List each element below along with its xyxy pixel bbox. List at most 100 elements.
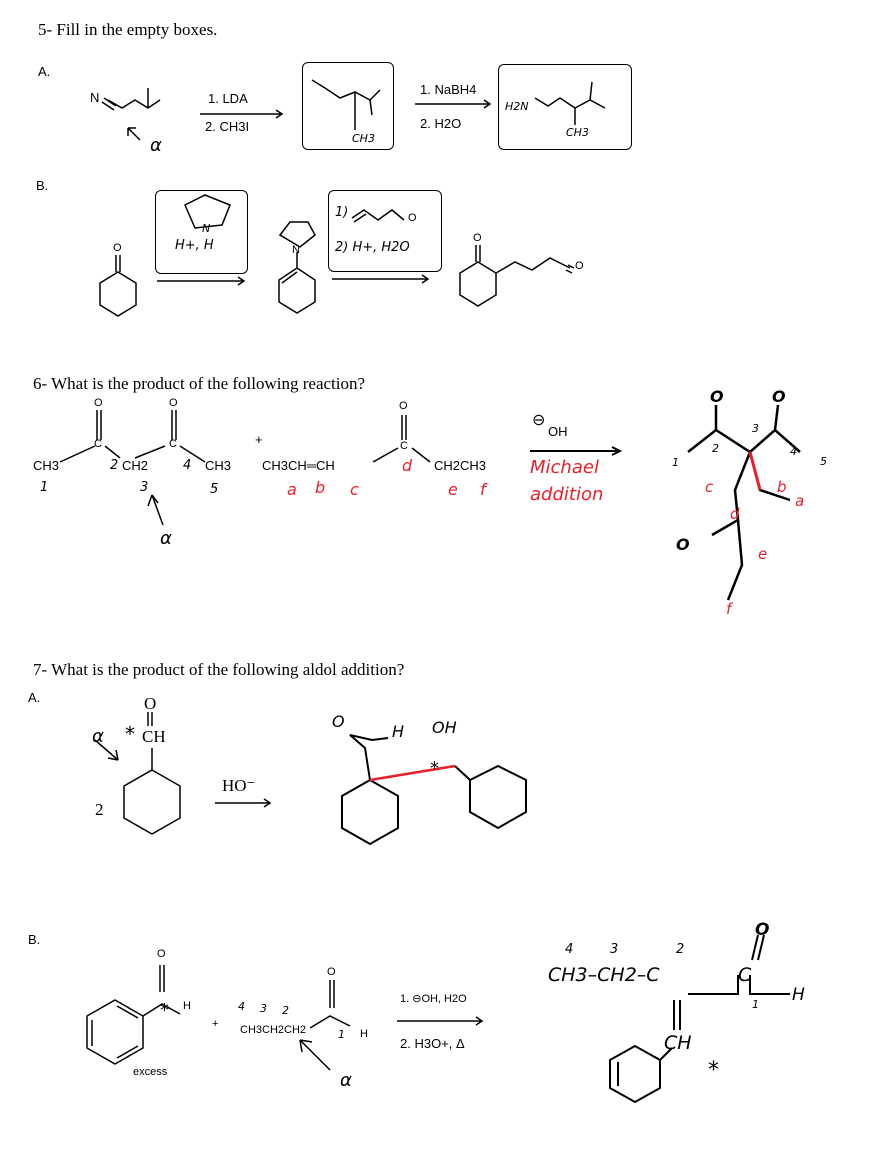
- reagent-step2: 2. H3O+, Δ: [400, 1036, 465, 1051]
- enal-o: O: [408, 212, 417, 224]
- arrow-5b-2: [332, 274, 430, 284]
- product-o1: O: [710, 387, 724, 406]
- q5-part-b: B.: [36, 178, 49, 193]
- product-num-1: 1: [672, 456, 679, 469]
- q5-title: 5- Fill in the empty boxes.: [38, 20, 218, 39]
- aldehyde-ch: CH: [142, 727, 166, 746]
- reagent-ho: HO⁻: [222, 776, 256, 795]
- carbon-num-4: 4: [183, 458, 192, 473]
- butanal-chain: CH3CH2CH2: [240, 1024, 307, 1036]
- benzaldehyde-o: O: [157, 948, 166, 960]
- chain-num-4: 4: [238, 1000, 245, 1013]
- q7-part-b: B.: [28, 932, 41, 947]
- diketone-o2: O: [169, 397, 178, 409]
- box1-structure: [311, 79, 381, 130]
- product-letter-b: b: [777, 478, 787, 496]
- q6-product: [687, 404, 801, 601]
- alpha-q7a: α: [92, 726, 104, 747]
- product-letter-e: e: [758, 545, 768, 563]
- step1-label: 1): [335, 205, 349, 220]
- prod-num-3: 3: [610, 942, 619, 957]
- reagent-ch3i: 2. CH3I: [205, 119, 250, 134]
- enal-in-box: [351, 209, 405, 223]
- enone-right: CH2CH3: [434, 458, 487, 473]
- q7b-product: [609, 934, 790, 1104]
- benzaldehyde-h: H: [183, 1000, 191, 1012]
- step2-label: 2) H+, H2O: [335, 240, 410, 255]
- product-ketone-o: O: [473, 232, 482, 244]
- star-q7a: *: [125, 722, 135, 746]
- chain-num-2: 2: [282, 1004, 289, 1017]
- prod-chain: CH3–CH2–C: [548, 964, 660, 986]
- diketone-c1: C: [94, 438, 102, 450]
- excess-label: excess: [133, 1066, 168, 1078]
- cyclohexanone: [99, 255, 137, 317]
- acid-catalyst: H+, H: [175, 238, 214, 253]
- arrow-q7b: [397, 1016, 484, 1026]
- product-num-3: 3: [752, 422, 759, 435]
- letter-c: c: [350, 480, 359, 499]
- aldol-product-q7a: [341, 734, 527, 846]
- pyrrolidine-n: N: [202, 222, 211, 235]
- alpha-label: α: [150, 135, 162, 156]
- product-num-2: 2: [712, 442, 719, 455]
- diketone-o1: O: [94, 397, 103, 409]
- butanal: [299, 980, 351, 1071]
- product-o3: O: [676, 535, 690, 554]
- product-aldehyde-o: O: [575, 260, 584, 272]
- reagent-nabh4: 1. NaBH4: [420, 82, 477, 97]
- reagent-step1: 1. ⊖OH, H2O: [400, 993, 467, 1005]
- prod-h: H: [792, 985, 805, 1005]
- carbon-num-2: 2: [110, 458, 119, 473]
- diketone-c2: C: [169, 438, 177, 450]
- q7-part-a: A.: [28, 690, 41, 705]
- product-letter-a: a: [795, 492, 805, 510]
- note-michael: Michael: [530, 457, 599, 478]
- arrow-5a-1: [200, 109, 284, 119]
- answer-box-1: [302, 62, 394, 150]
- box2-amine: H2N: [505, 100, 529, 113]
- prod-star: *: [708, 1058, 719, 1083]
- carbon-num-1: 1: [40, 480, 49, 495]
- benzaldehyde: [86, 965, 181, 1065]
- chain-num-3: 3: [260, 1002, 267, 1015]
- box2-ch3: CH3: [566, 126, 589, 139]
- aldehyde-o: O: [144, 694, 157, 713]
- product-letter-c: c: [705, 478, 714, 496]
- prod-ch: CH: [664, 1032, 692, 1054]
- nitrile-structure: [101, 88, 161, 141]
- enamine: [278, 221, 316, 314]
- letter-f: f: [480, 480, 486, 499]
- answer-box-4: [328, 190, 442, 272]
- arrow-5a-2: [415, 99, 492, 109]
- reagent-oh: OH: [548, 424, 568, 439]
- plus-sign: +: [255, 432, 263, 447]
- pyrrolidine-in-box: [184, 194, 231, 229]
- benzaldehyde-star: *: [160, 1000, 169, 1021]
- enone-o: O: [399, 400, 408, 412]
- michael-product-5b: [459, 245, 575, 307]
- prod-num-1: 1: [752, 998, 759, 1011]
- box2-structure: [534, 81, 606, 125]
- diketone-ch2: CH2: [122, 458, 149, 473]
- enone-c: C: [400, 440, 408, 452]
- prod-c1: C: [738, 964, 752, 986]
- product-o2: O: [772, 387, 786, 406]
- carbon-1: 1: [338, 1028, 345, 1041]
- prod-num-4: 4: [565, 942, 574, 957]
- reagent-h2o: 2. H2O: [420, 116, 462, 131]
- nitrile-n: N: [90, 90, 100, 105]
- product-num-5: 5: [820, 455, 827, 468]
- reagent-lda: 1. LDA: [208, 91, 248, 106]
- product-letter-d: d: [730, 505, 740, 523]
- diketone-ch3-left: CH3: [33, 458, 60, 473]
- letter-b: b: [315, 478, 326, 497]
- product-oh-q7a: OH: [432, 718, 457, 737]
- product-h-q7a: H: [392, 722, 405, 741]
- product-o-q7a: O: [332, 712, 345, 731]
- butanal-o: O: [327, 966, 336, 978]
- plus-q7b: +: [212, 1018, 219, 1030]
- enone-bonds: [372, 415, 431, 463]
- diketone-ch3-right: CH3: [205, 458, 232, 473]
